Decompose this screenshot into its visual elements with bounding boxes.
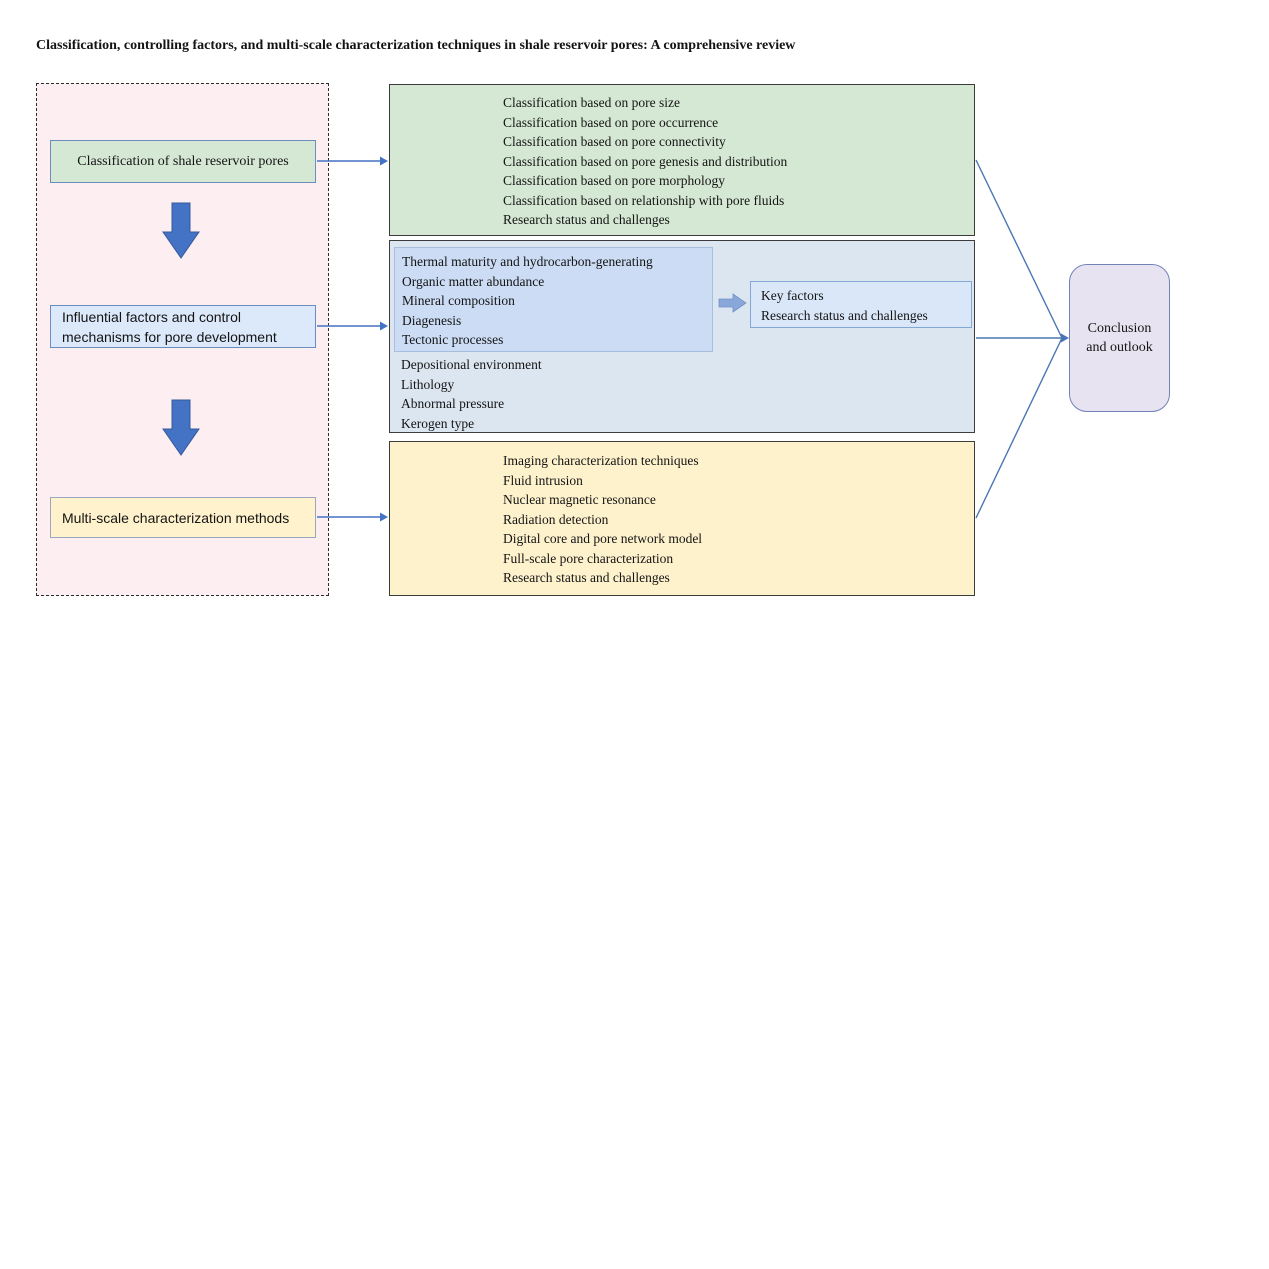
text-line: Abnormal pressure	[401, 396, 505, 411]
conclusion-box: Conclusion and outlook	[1069, 264, 1170, 412]
text-line: Classification based on pore morphology	[503, 173, 725, 188]
text-line: Radiation detection	[503, 511, 609, 527]
text-line: Research status and challenges	[503, 212, 670, 227]
text-line: Organic matter abundance	[402, 273, 545, 289]
flow-step-classification: Classification of shale reservoir pores	[50, 140, 316, 183]
text-line: Research status and challenges	[761, 307, 928, 323]
text-line: Lithology	[401, 376, 455, 392]
text-line: Classification based on pore genesis and…	[503, 153, 788, 169]
text-line: Thermal maturity and hydrocarbon-generat…	[402, 254, 653, 269]
text-line: Fluid intrusion	[503, 472, 583, 488]
conclusion-label: Conclusion and outlook	[1086, 320, 1153, 356]
flow-step-classification-label: Classification of shale reservoir pores	[77, 153, 289, 169]
converge-lines	[975, 159, 1063, 519]
text-line: Classification based on pore occurrence	[503, 114, 719, 130]
text-line: Mineral composition	[402, 293, 515, 308]
text-line: Kerogen type	[401, 415, 475, 431]
text-line: Classification based on relationship wit…	[503, 192, 785, 208]
converge-arrowhead-icon	[1061, 333, 1069, 343]
key-factors-highlight-box: Thermal maturity and hydrocarbon-generat…	[394, 247, 713, 352]
text-line: Digital core and pore network model	[503, 531, 703, 546]
text-line: Nuclear magnetic resonance	[503, 492, 656, 507]
text-line: Diagenesis	[402, 312, 462, 328]
text-line: Classification based on pore connectivit…	[503, 134, 726, 149]
flow-step-influential-factors: Influential factors and control mechanis…	[50, 305, 316, 348]
flow-step-multiscale-methods: Multi-scale characterization methods	[50, 497, 316, 538]
text-line: Classification based on pore size	[503, 95, 680, 110]
figure-title: Classification, controlling factors, and…	[36, 38, 796, 53]
text-line: Research status and challenges	[503, 570, 670, 585]
text-line: Depositional environment	[401, 357, 542, 372]
text-line: Key factors	[761, 288, 824, 303]
flow-step-multiscale-methods-label: Multi-scale characterization methods	[62, 509, 290, 526]
text-line: Tectonic processes	[402, 332, 504, 347]
highlighted-factor-list: Thermal maturity and hydrocarbon-generat…	[402, 252, 712, 350]
text-line: Full-scale pore characterization	[503, 550, 674, 566]
text-line: Imaging characterization techniques	[503, 453, 699, 468]
flow-step-influential-factors-label: Influential factors and control mechanis…	[62, 308, 277, 345]
